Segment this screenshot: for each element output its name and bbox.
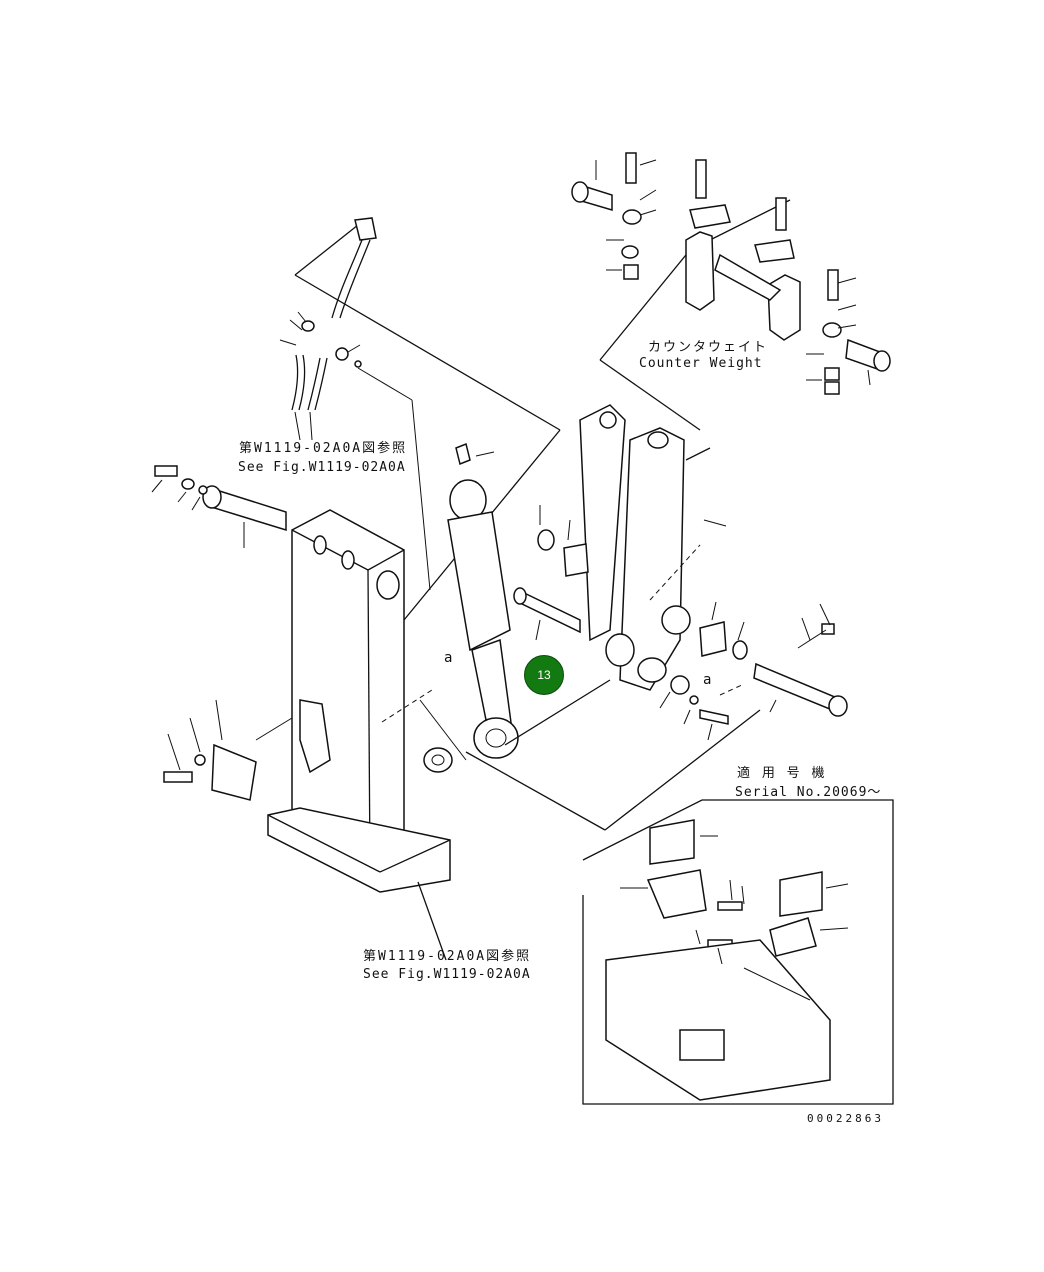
reference-bottom-jp: 第W1119-02A0A図参照 [363, 949, 532, 964]
view-a-left-label: a [444, 650, 453, 666]
hose-group [279, 217, 561, 591]
long-pin-group [604, 603, 848, 831]
reference-arrow [417, 881, 447, 961]
view-a-right-label: a [703, 672, 712, 688]
drawing-number: 00022863 [807, 1112, 884, 1125]
left-pin-group [151, 465, 287, 548]
reference-top-en: See Fig.W1119-02A0A [238, 460, 406, 475]
cover-plate-group [163, 699, 293, 801]
callout-13[interactable]: 13 [524, 655, 564, 695]
lever-arm [579, 404, 711, 691]
counterweight-bracket-group [571, 152, 891, 431]
serial-label-jp: 適 用 号 機 [737, 766, 827, 781]
hydraulic-cylinder [447, 442, 611, 831]
reference-top-jp: 第W1119-02A0A図参照 [239, 441, 408, 456]
serial-label-en: Serial No.20069～ [735, 785, 882, 800]
bracket-column [267, 429, 561, 893]
reference-bottom-en: See Fig.W1119-02A0A [363, 967, 531, 982]
bushing-group [513, 505, 748, 741]
counterweight-label-jp: カウンタウェイト [648, 340, 769, 355]
counterweight-label-en: Counter Weight [639, 356, 763, 371]
inset-detail [582, 799, 894, 1105]
